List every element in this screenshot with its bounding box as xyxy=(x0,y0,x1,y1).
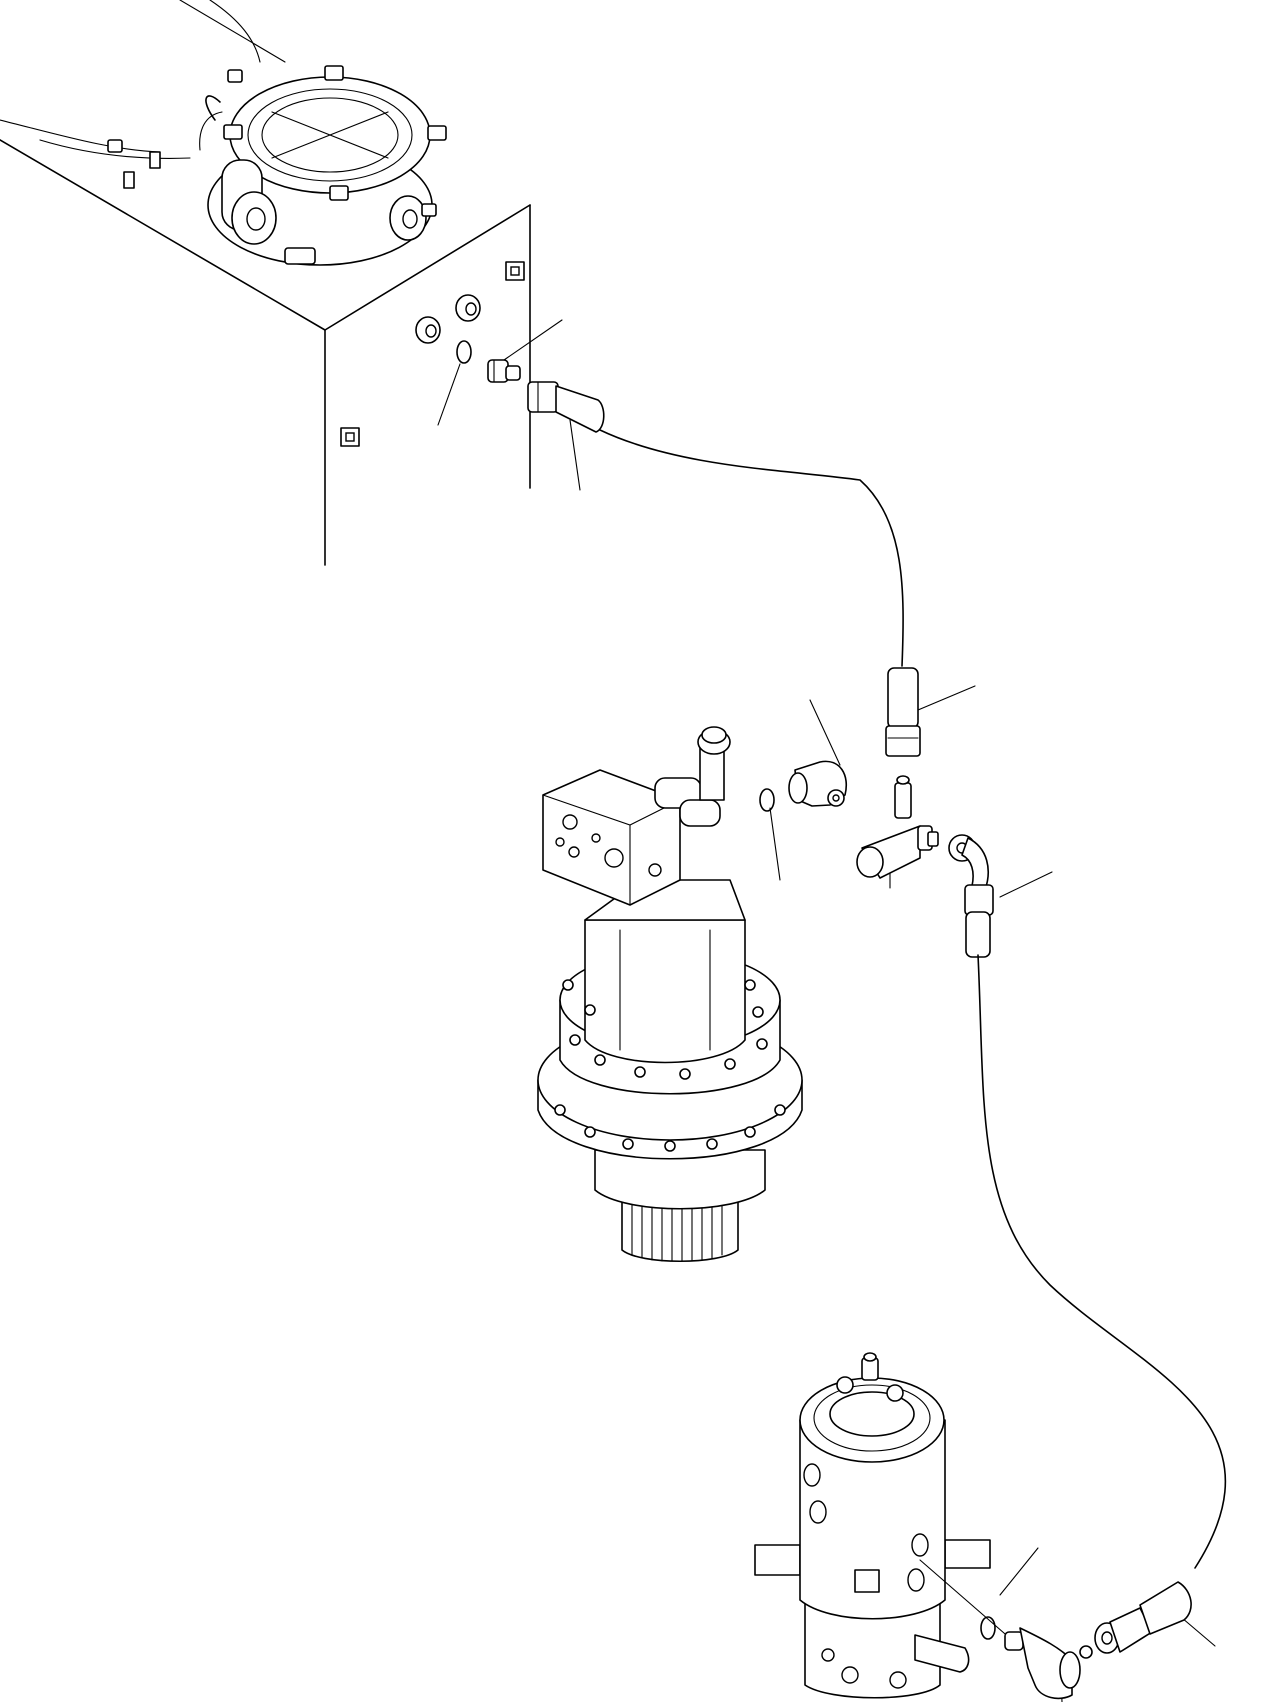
elbow-fitting-lower xyxy=(948,834,994,958)
swivel-joint xyxy=(754,1352,991,1699)
tank-side-nut xyxy=(340,261,525,447)
tank-strainer-cover xyxy=(199,65,447,266)
hose-end-upper xyxy=(527,381,605,433)
hydraulic-tank xyxy=(0,0,531,566)
valve-port xyxy=(555,814,662,877)
hose-end-upper-b xyxy=(885,667,921,757)
cover-bolt xyxy=(223,65,447,265)
elbow-fitting xyxy=(1004,1627,1093,1700)
elbow-fitting xyxy=(788,760,847,807)
o-ring xyxy=(980,1616,996,1640)
hose-end-lower xyxy=(1094,1581,1192,1654)
swivel-port xyxy=(803,1463,929,1592)
tank-bolt xyxy=(107,69,243,189)
swivel-port xyxy=(821,1648,907,1689)
o-ring xyxy=(759,788,775,812)
connector-fitting xyxy=(487,359,521,383)
tee-fitting xyxy=(856,775,939,879)
hose-lower xyxy=(977,954,1227,1569)
flange-bolt xyxy=(554,979,786,1152)
swing-motor xyxy=(537,726,803,1263)
hose-upper xyxy=(599,429,904,667)
spline-teeth xyxy=(631,1199,723,1262)
tank-drain-port xyxy=(415,294,481,344)
o-ring xyxy=(456,340,472,364)
